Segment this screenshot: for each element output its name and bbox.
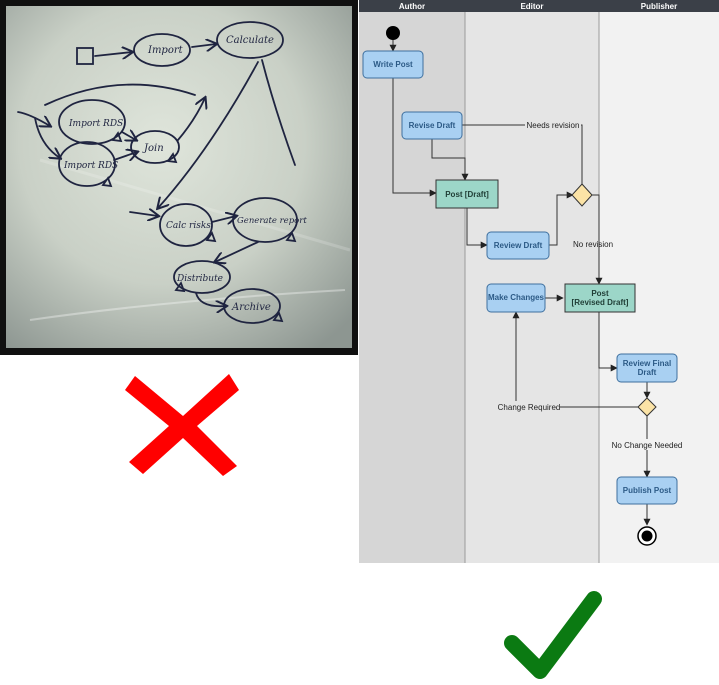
edge-label-no-revision: No revision xyxy=(573,240,613,249)
label-write-post: Write Post xyxy=(373,60,413,69)
napkin-sketch-photo: Import Calculate Import RDS Import RDS J… xyxy=(0,0,358,355)
sketch-label-import-rds: Import RDS xyxy=(63,161,118,171)
sketch-arrow xyxy=(177,98,205,141)
edge-label-needs-revision: Needs revision xyxy=(527,121,580,130)
sketch-node-calculate xyxy=(216,21,284,59)
activity-review-final-draft xyxy=(616,353,678,383)
lane-header-bar xyxy=(359,0,719,12)
sketch-arrow xyxy=(211,216,236,222)
napkin-paper xyxy=(6,6,352,348)
cross-mark-icon xyxy=(125,374,239,476)
sketch-node-calc-risks xyxy=(159,203,213,247)
sketch-node-distribute xyxy=(173,260,231,294)
edge-label-bg xyxy=(498,401,560,412)
sketch-triangle xyxy=(272,311,284,323)
sketch-node-import-rds xyxy=(58,141,116,187)
flow-edge-no-revision xyxy=(590,194,603,285)
edge-label-change-required: Change Required xyxy=(498,403,561,412)
label-post-revised-line1: Post xyxy=(591,289,609,298)
sketch-node-import xyxy=(133,33,191,67)
sketch-triangle xyxy=(166,152,178,164)
start-square-sketch xyxy=(76,47,94,65)
sketch-arrow xyxy=(17,111,50,126)
activity-revise-draft xyxy=(401,111,463,140)
flow-edge xyxy=(431,139,469,181)
label-publish-post: Publish Post xyxy=(623,486,672,495)
sketch-arrow xyxy=(34,117,60,158)
flow-edge xyxy=(598,312,618,372)
sketch-arrow xyxy=(129,212,158,216)
sketch-arrow xyxy=(158,61,259,208)
sketch-arrow xyxy=(261,59,296,166)
sketch-label-import: Import xyxy=(147,45,184,56)
sketch-label-import-rds: Import RDS xyxy=(68,119,123,129)
activity-review-draft xyxy=(486,231,550,260)
check-mark-shape xyxy=(504,591,602,679)
sketch-label-distribute: Distribute xyxy=(176,274,223,284)
flow-edge-needs-revision xyxy=(441,121,583,184)
sketch-label-generate-report: Generate report xyxy=(237,216,307,226)
lane-title-editor: Editor xyxy=(520,2,543,11)
sketch-arrow xyxy=(215,241,259,262)
sketch-arrow xyxy=(44,83,196,106)
label-review-final-line2: Draft xyxy=(638,368,657,377)
sketch-triangle xyxy=(101,176,113,188)
sketch-triangle xyxy=(285,231,297,243)
check-mark-icon xyxy=(504,591,602,679)
sketch-label-archive: Archive xyxy=(231,302,271,313)
sketch-node-archive xyxy=(223,288,281,324)
lane-title-author: Author xyxy=(399,2,425,11)
activity-swimlane-diagram: Author Editor Publisher xyxy=(359,0,719,563)
sketch-label-calculate: Calculate xyxy=(226,35,274,46)
sketch-arrow xyxy=(195,292,226,306)
sketch-node-generate-report xyxy=(232,197,298,243)
sketch-triangle xyxy=(111,131,123,143)
lane-title-publisher: Publisher xyxy=(641,2,677,11)
edge-label-bg xyxy=(525,119,581,130)
label-post-draft: Post [Draft] xyxy=(445,190,489,199)
label-review-draft: Review Draft xyxy=(494,241,543,250)
sketch-arrow xyxy=(191,44,216,47)
label-make-changes: Make Changes xyxy=(488,293,545,302)
flow-edge xyxy=(392,78,437,197)
sketch-node-import-rds xyxy=(58,99,126,145)
activity-make-changes xyxy=(486,283,546,313)
activity-publish-post xyxy=(616,476,678,505)
lane-author xyxy=(359,12,465,563)
sketch-node-join xyxy=(130,130,180,164)
napkin-fold xyxy=(29,289,346,321)
label-post-revised-line2: [Revised Draft] xyxy=(572,298,629,307)
object-post-draft xyxy=(435,179,499,209)
object-post-revised-draft xyxy=(564,283,636,313)
sketch-arrow xyxy=(94,52,132,56)
cross-mark-shape xyxy=(125,374,239,476)
activity-write-post xyxy=(362,50,424,79)
sketch-triangle xyxy=(174,281,186,293)
sketch-label-calc-risks: Calc risks xyxy=(166,221,211,231)
label-review-final-line1: Review Final xyxy=(623,359,671,368)
start-node xyxy=(386,26,400,40)
flow-edge xyxy=(466,206,488,249)
decision-node xyxy=(637,397,657,417)
sketch-triangle xyxy=(205,231,217,243)
label-revise-draft: Revise Draft xyxy=(409,121,456,130)
end-node-core xyxy=(641,530,653,542)
decision-node xyxy=(571,183,593,207)
edge-label-no-change-needed: No Change Needed xyxy=(612,441,683,450)
edge-label-bg xyxy=(609,439,685,450)
sketch-label-join: Join xyxy=(142,143,164,154)
